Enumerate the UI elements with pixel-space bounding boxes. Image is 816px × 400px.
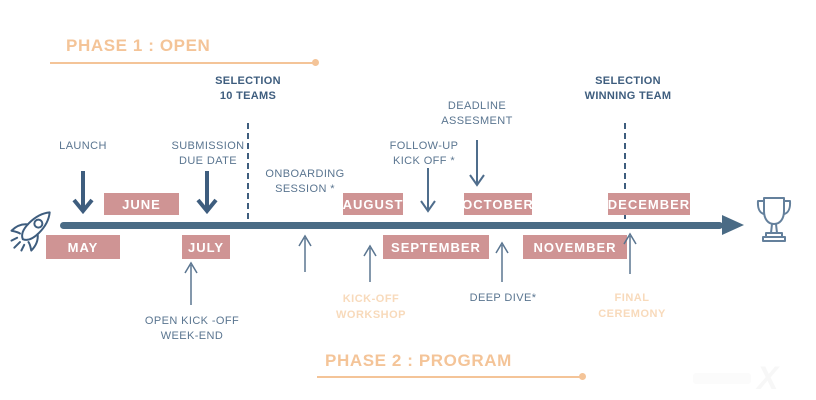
event-label-final-ceremony: FINAL CEREMONY xyxy=(598,292,666,320)
month-box-december: DECEMBER xyxy=(608,193,690,215)
arrow-down-follow-up-icon xyxy=(420,168,436,213)
month-box-june: JUNE xyxy=(104,193,179,215)
month-box-november: NOVEMBER xyxy=(523,235,627,259)
event-label-follow-up-kick-off: FOLLOW-UP KICK OFF * xyxy=(389,140,459,167)
milestone-selection-winning-team: SELECTION WINNING TEAM xyxy=(584,75,672,103)
event-label-launch: LAUNCH xyxy=(59,140,107,152)
timeline-bar xyxy=(60,222,723,229)
arrow-up-workshop-icon xyxy=(363,244,377,282)
phase1-underline xyxy=(50,62,314,64)
phase2-underline xyxy=(317,376,581,378)
timeline-arrowhead-icon xyxy=(722,215,744,235)
arrow-down-launch-icon xyxy=(72,171,94,215)
phase1-underline-dot xyxy=(312,59,319,66)
event-label-onboarding-session: ONBOARDING SESSION * xyxy=(265,168,345,195)
month-box-may: MAY xyxy=(46,235,120,259)
phase2-underline-dot xyxy=(579,373,586,380)
month-box-october: OCTOBER xyxy=(462,193,533,215)
event-label-deep-dive: DEEP DIVE* xyxy=(469,292,537,304)
watermark-logo: X xyxy=(693,360,803,396)
event-label-deadline-assesment: DEADLINE ASSESMENT xyxy=(441,100,513,127)
milestone-dashed-line-winner xyxy=(624,123,626,219)
trophy-icon xyxy=(756,197,792,242)
rocket-icon xyxy=(10,211,51,252)
event-label-open-kickoff-weekend: OPEN KICK -OFF WEEK-END xyxy=(144,315,240,342)
phase1-title: PHASE 1 : OPEN xyxy=(66,36,211,55)
month-box-september: SEPTEMBER xyxy=(383,235,489,259)
watermark-x: X xyxy=(757,359,779,396)
arrow-up-final-ceremony-icon xyxy=(623,232,637,274)
arrow-up-deep-dive-icon xyxy=(495,241,509,282)
arrow-up-onboarding-icon xyxy=(298,234,312,272)
arrow-up-open-kickoff-icon xyxy=(184,261,198,305)
watermark-wordmark xyxy=(693,372,751,384)
event-label-submission-due-date: SUBMISSION DUE DATE xyxy=(171,140,245,167)
arrow-down-deadline-icon xyxy=(469,140,485,187)
milestone-dashed-line-selection xyxy=(247,123,249,219)
event-label-kickoff-workshop: KICK-OFF WORKSHOP xyxy=(336,293,406,321)
phase2-title: PHASE 2 : PROGRAM xyxy=(325,351,512,370)
milestone-selection-10-teams: SELECTION 10 TEAMS xyxy=(215,75,281,103)
arrow-down-submission-icon xyxy=(196,171,218,215)
month-box-august: AUGUST xyxy=(343,193,403,215)
month-box-july: JULY xyxy=(182,235,230,259)
